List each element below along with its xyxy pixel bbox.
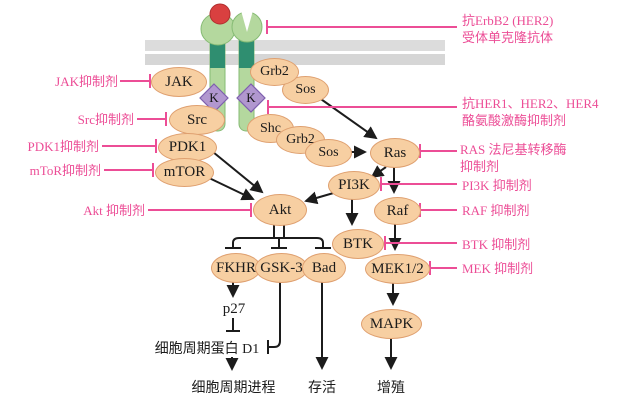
label-ras-inhibitor: RAS 法尼基转移酶 抑制剂 <box>460 141 567 175</box>
node-src: Src <box>169 105 225 135</box>
text-survival: 存活 <box>308 381 336 396</box>
label-jak-inhibitor: JAK抑制剂 <box>55 74 118 89</box>
label-her-tki-line2: 酪氨酸激酶抑制剂 <box>462 113 567 128</box>
text-cell-cycle-progression: 细胞周期进程 <box>191 381 276 396</box>
node-jak: JAK <box>151 67 207 97</box>
node-pdk1: PDK1 <box>158 133 217 162</box>
text-p27: p27 <box>222 301 246 317</box>
label-btk-inhibitor: BTK 抑制剂 <box>462 237 531 252</box>
label-erbb2-antibody: 抗ErbB2 (HER2) 受体单克隆抗体 <box>462 12 553 46</box>
node-grb2-top: Grb2 <box>250 58 299 86</box>
node-pi3k: PI3K <box>328 171 380 200</box>
node-ras: Ras <box>370 138 420 168</box>
label-erbb2-antibody-line1: 抗ErbB2 (HER2) <box>462 13 554 28</box>
node-fkhr: FKHR <box>211 253 261 283</box>
node-btk: BTK <box>332 229 384 259</box>
label-ras-inhibitor-line2: 抑制剂 <box>460 159 500 174</box>
node-mapk: MAPK <box>361 309 422 339</box>
kinase-domain-right-icon <box>236 83 266 113</box>
inhibition-lines-black <box>225 224 331 354</box>
label-raf-inhibitor: RAF 抑制剂 <box>462 203 530 218</box>
kinase-letter-right: K <box>246 90 256 105</box>
label-mek-inhibitor: MEK 抑制剂 <box>462 261 534 276</box>
node-gsk3: GSK-3 <box>255 253 308 283</box>
node-mtor: mTOR <box>155 158 214 187</box>
node-mek12: MEK1/2 <box>365 254 430 284</box>
label-her-tki-line1: 抗HER1、HER2、HER4 <box>462 96 599 111</box>
label-src-inhibitor: Src抑制剂 <box>77 112 134 127</box>
label-akt-inhibitor: Akt 抑制剂 <box>83 203 145 218</box>
label-erbb2-antibody-line2: 受体单克隆抗体 <box>462 30 554 45</box>
cell-membrane <box>145 40 445 65</box>
receptor-left <box>200 3 236 132</box>
text-proliferation: 增殖 <box>377 381 405 396</box>
node-sos-top: Sos <box>282 76 329 104</box>
kinase-letter-left: K <box>209 90 219 105</box>
label-her-tki: 抗HER1、HER2、HER4 酪氨酸激酶抑制剂 <box>462 95 599 129</box>
label-ras-inhibitor-line1: RAS 法尼基转移酶 <box>460 142 567 157</box>
text-cyclin-d1: 细胞周期蛋白 D1 <box>154 342 260 357</box>
node-bad: Bad <box>302 253 346 283</box>
label-pdk1-inhibitor: PDK1抑制剂 <box>27 139 99 154</box>
node-sos-mid: Sos <box>305 139 352 167</box>
node-raf: Raf <box>374 197 421 225</box>
node-akt: Akt <box>253 194 307 226</box>
label-pi3k-inhibitor: PI3K 抑制剂 <box>462 178 532 193</box>
activation-arrows <box>206 96 402 371</box>
label-mtor-inhibitor: mToR抑制剂 <box>29 163 101 178</box>
ligand-icon <box>209 3 231 25</box>
